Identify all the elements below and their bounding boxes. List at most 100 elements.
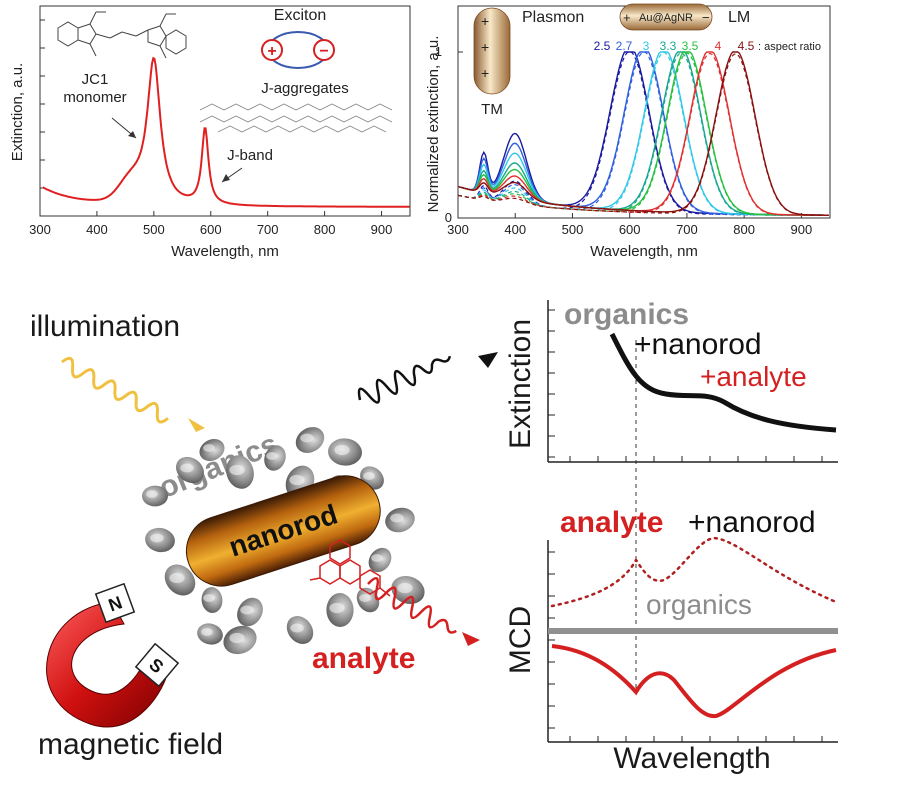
panel-d-mcd-curve [551,644,837,719]
tm-plus-2: + [481,39,489,55]
aspect-ratio-value: 3.5 [682,39,699,53]
organic-molecule-highlight [290,623,304,633]
aspect-ratio-suffix: : aspect ratio [758,41,821,53]
analyte-wave-arrowhead [462,632,480,646]
panel-c-ticks [548,309,823,462]
organic-molecule-highlight [289,474,305,486]
panel-b-y-axis-label: Normalized extinction, a.u. [425,36,442,213]
panel-b-ytick-1: 1 [435,44,442,59]
organic-molecule-highlight [300,433,314,443]
nanorod-particle: nanorod [185,475,381,587]
plasmon-label: Plasmon [522,9,584,26]
lm-minus: − [702,10,710,25]
illumination-label: illumination [30,310,180,343]
j-aggregate-molecules-drawing [199,103,393,133]
panel-a-y-axis-label: Extinction, a.u. [9,63,26,161]
organic-molecule-highlight [266,452,278,460]
monomer-label: monomer [63,89,126,106]
organic-molecule-highlight [363,472,375,480]
panel-a-xtick-label: 900 [371,222,393,237]
organic-molecule-highlight [203,594,215,602]
scheme-illustration: illumination organics nanorod analyte [30,310,498,761]
j-aggregates-label: J-aggregates [261,80,349,97]
analyte-wave [367,577,457,634]
panel-c-analyte-label: +analyte [700,361,807,392]
panel-a-x-axis-label: Wavelength, nm [171,243,279,260]
illumination-arrowhead [188,418,205,432]
organic-molecule-highlight [240,605,254,615]
organics-scheme-label: organics [154,428,282,505]
magnet-n-label: N [106,592,125,615]
tm-label: TM [481,101,503,118]
magnet-south-pole [134,642,180,688]
organic-molecule-highlight [201,628,213,636]
organic-molecule-highlight [390,513,404,523]
organic-molecule-highlight [359,594,371,602]
panel-b-curve-dashed-ar-3.3 [457,52,829,216]
panel-d-dotted-curve [550,536,838,608]
exciton-hole-icon [261,39,283,61]
panel-b-curves [457,51,829,216]
panel-b-xtick-label: 500 [562,222,584,237]
tm-plus-3: + [481,65,489,81]
panel-b-xtick-label: 600 [619,222,641,237]
tm-plus-1: + [481,13,489,29]
panel-c-extinction-curve [609,332,837,433]
analyte-molecule-drawing [309,539,391,597]
aspect-ratio-value: 4.5 [738,39,755,53]
panel-d-mcd-scheme: MCD Wavelength analyte +nanorod organics [504,506,838,775]
panel-c-extinction-scheme: Extinction organics +nanorod +analyte [504,298,838,690]
panel-a-xtick-label: 600 [200,222,222,237]
scattered-light-arrowhead [478,352,498,368]
illumination-wave [61,356,169,424]
horseshoe-magnet-icon: N S [46,582,180,728]
aspect-ratio-value: 2.7 [616,39,633,53]
magnetic-field-label: magnetic field [38,728,223,761]
organic-molecule-highlight [229,632,245,644]
panel-b-xtick-label: 800 [733,222,755,237]
monomer-arrowhead [128,131,136,138]
exciton-electron-icon [313,39,335,61]
panel-d-x-axis-label: Wavelength [613,742,770,775]
scattered-light-wave [357,355,452,404]
organic-molecule-highlight [371,554,383,562]
panel-b-curve-dashed-ar-4 [457,52,829,216]
aspect-ratio-value: 3.3 [660,39,677,53]
panel-a-xtick-label: 800 [314,222,336,237]
jc1-label: JC1 [82,71,109,88]
panel-c-nanorod-label: +nanorod [634,328,762,361]
panel-b-ytick-0: 0 [445,210,452,225]
organic-molecule-highlight [203,444,215,452]
panel-b-x-axis-label: Wavelength, nm [590,243,698,260]
panel-b-xtick-label: 900 [791,222,813,237]
panel-b-xtick-label: 300 [447,222,469,237]
aspect-ratio-value: 4 [715,39,722,53]
organic-molecule-highlight [169,572,185,584]
panel-d-y-axis-label: MCD [504,606,537,674]
nanorod-body [185,475,381,587]
panel-b-curve-dashed-ar-3.5 [457,52,829,216]
panel-b-xtick-label: 700 [676,222,698,237]
organic-molecule-highlight [180,463,194,473]
tm-nanorod-image [473,7,511,95]
j-band-arrowhead [222,174,230,182]
exciton-minus: − [319,43,328,60]
magnet-north-pole [94,582,136,624]
organic-molecule-highlight [229,464,245,476]
organic-molecule-highlight [329,602,345,614]
panel-a-frame [39,5,411,217]
organic-molecule-highlight [397,582,413,594]
panel-a-xtick-label: 700 [257,222,279,237]
aspect-ratio-value: 3 [643,39,650,53]
organic-molecule-highlight [146,490,158,498]
panel-d-ticks [548,551,823,742]
panel-a-extinction-curve [42,56,410,208]
panel-b-curve-dashed-ar-4.5 [457,53,829,216]
panel-a-xtick-label: 300 [29,222,51,237]
lm-plus: + [623,10,631,25]
